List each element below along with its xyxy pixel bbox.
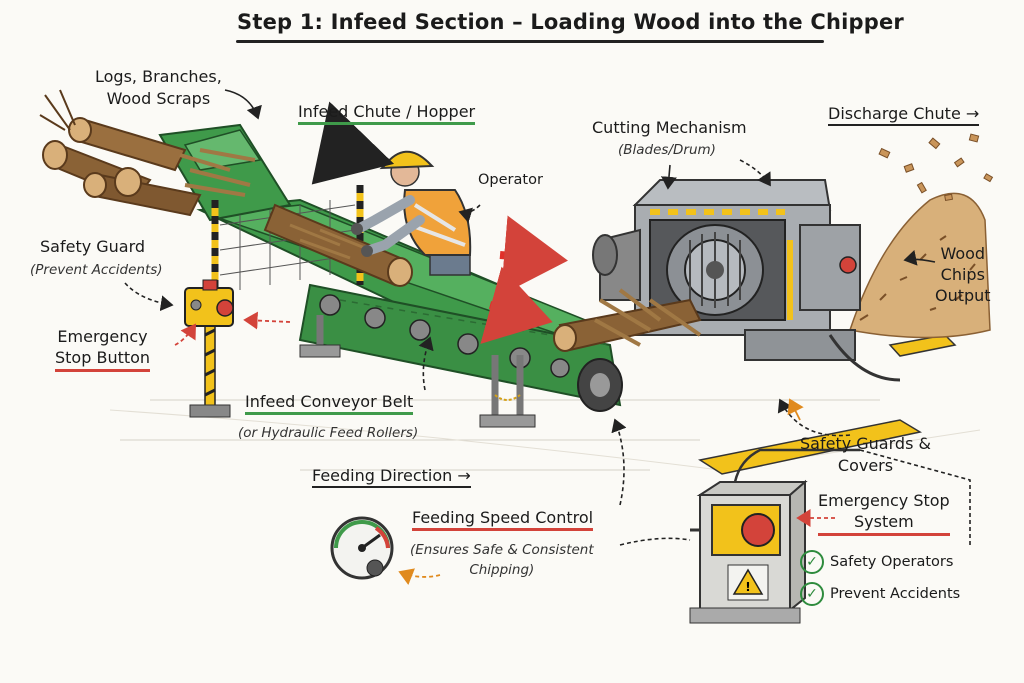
floor-hazard-stripes: [698, 334, 957, 475]
label-logs: Logs, Branches, Wood Scraps: [95, 67, 222, 108]
label-feeding-direction: Feeding Direction →: [312, 466, 471, 488]
check-item-label: Safety Operators: [830, 554, 954, 570]
svg-text:!: !: [745, 580, 750, 594]
chipper-machine: [592, 179, 901, 382]
label-safety-guards-covers: Safety Guards & Covers: [800, 434, 931, 475]
label-emergency-stop-button: Emergency Stop Button: [55, 326, 151, 372]
wood-chip-pile: [849, 133, 994, 339]
check-item-label: Prevent Accidents: [830, 586, 961, 602]
label-cutting-mechanism-sub: (Blades/Drum): [618, 142, 716, 158]
belt-logs: [263, 203, 702, 352]
hazard-warning-icon: [732, 568, 764, 595]
operator-figure: [351, 150, 472, 276]
label-operator: Operator: [478, 172, 543, 188]
check-icon: ✓: [800, 550, 824, 574]
label-safety-guard-sub: (Prevent Accidents): [30, 262, 163, 278]
flow-arrow-icon: [480, 266, 553, 344]
label-infeed-conveyor-belt: Infeed Conveyor Belt: [245, 392, 414, 415]
label-feeding-speed-control-sub: (Ensures Safe & Consistent Chipping): [410, 542, 594, 578]
label-cutting-mechanism: Cutting Mechanism: [592, 118, 747, 137]
title-underline: [236, 40, 824, 43]
emergency-stop-pole: [184, 279, 234, 418]
gauge-icon: [330, 516, 394, 580]
page-title: Step 1: Infeed Section – Loading Wood in…: [237, 10, 904, 34]
feed-arrow-icon: [311, 101, 395, 185]
flow-arrow-icon: [499, 215, 568, 296]
check-item-prevent-accidents: ✓ Prevent Accidents: [800, 582, 960, 606]
check-icon: ✓: [800, 582, 824, 606]
label-infeed-chute: Infeed Chute / Hopper: [298, 102, 476, 125]
log-pile: [39, 89, 256, 217]
label-emergency-stop-system: Emergency Stop System: [818, 490, 950, 536]
label-discharge-chute: Discharge Chute →: [828, 104, 980, 126]
label-safety-guard: Safety Guard: [40, 237, 146, 256]
label-wood-chips-output: Wood Chips Output: [935, 244, 991, 305]
label-feeding-speed-control: Feeding Speed Control: [412, 508, 594, 531]
check-item-safety-operators: ✓ Safety Operators: [800, 550, 953, 574]
label-infeed-conveyor-belt-sub: (or Hydraulic Feed Rollers): [238, 425, 419, 441]
